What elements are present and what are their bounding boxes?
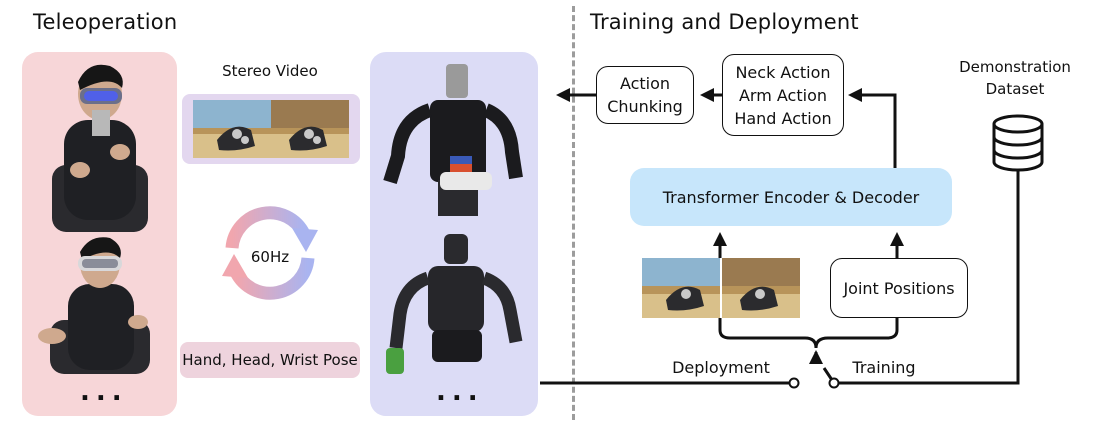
hand-action-label: Hand Action bbox=[734, 108, 832, 128]
robot-photo-bottom bbox=[380, 230, 530, 380]
joint-positions-box: Joint Positions bbox=[830, 258, 968, 318]
dataset-label: Demonstration Dataset bbox=[950, 56, 1080, 100]
operator-photo-bottom bbox=[34, 234, 166, 374]
robot-panel: ... bbox=[370, 52, 538, 416]
action-chunking-line-2: Chunking bbox=[607, 97, 683, 116]
teleoperation-title: Teleoperation bbox=[33, 10, 178, 34]
action-chunking-line-1: Action bbox=[619, 74, 671, 93]
training-label: Training bbox=[852, 358, 916, 377]
neck-action-label: Neck Action bbox=[735, 62, 831, 82]
transformer-label: Transformer Encoder & Decoder bbox=[662, 187, 920, 207]
operator-photo-top bbox=[40, 60, 160, 232]
stereo-video-label: Stereo Video bbox=[222, 62, 318, 80]
pose-label-panel: Hand, Head, Wrist Pose bbox=[180, 342, 360, 378]
arm-action-label: Arm Action bbox=[738, 85, 827, 105]
stereo-left-image bbox=[193, 100, 271, 158]
pose-label: Hand, Head, Wrist Pose bbox=[182, 351, 358, 369]
training-title: Training and Deployment bbox=[590, 10, 859, 34]
robot-ellipsis: ... bbox=[436, 377, 484, 407]
stereo-right-image bbox=[271, 100, 349, 158]
sync-cycle-arrows-icon bbox=[218, 200, 322, 304]
action-chunking-box: Action Chunking bbox=[596, 66, 694, 124]
dataset-label-line-2: Dataset bbox=[985, 80, 1045, 98]
rate-label: 60Hz bbox=[250, 248, 290, 266]
section-divider bbox=[572, 6, 575, 420]
image-input-pair bbox=[642, 258, 800, 318]
transformer-block: Transformer Encoder & Decoder bbox=[630, 168, 952, 226]
dataset-label-line-1: Demonstration bbox=[959, 58, 1071, 76]
deployment-label: Deployment bbox=[672, 358, 770, 377]
robot-photo-top bbox=[380, 60, 530, 220]
operator-panel: ... bbox=[22, 52, 177, 416]
database-icon bbox=[990, 112, 1046, 174]
joint-positions-label: Joint Positions bbox=[843, 278, 955, 298]
action-outputs-box: Neck Action Arm Action Hand Action bbox=[722, 54, 844, 136]
stereo-video-panel bbox=[182, 94, 360, 164]
operator-ellipsis: ... bbox=[80, 377, 128, 407]
